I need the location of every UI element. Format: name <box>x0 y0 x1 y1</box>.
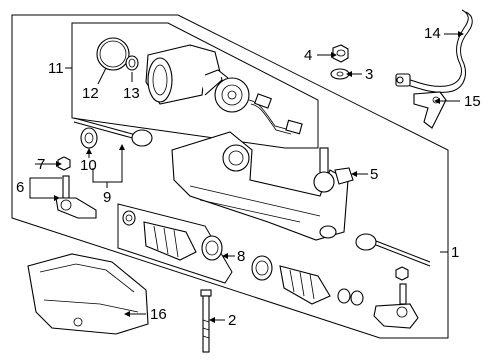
callout-1: 1 <box>451 244 459 261</box>
callout-7: 7 <box>37 156 45 173</box>
bracket-icon <box>413 91 447 129</box>
callout-5: 5 <box>370 166 378 183</box>
right-inner-tie-rod-icon <box>355 233 431 267</box>
tie-rod-nut-icon <box>57 156 71 171</box>
nut-icon <box>332 44 349 63</box>
callout-12: 12 <box>82 85 99 102</box>
callout-14: 14 <box>424 25 441 42</box>
callout-15: 15 <box>464 93 481 110</box>
right-tie-rod-nut-icon <box>395 266 409 281</box>
callout-6: 6 <box>16 179 24 196</box>
outer-tie-rod-icon <box>55 175 97 219</box>
callouts: 11 12 13 4 3 14 15 5 10 9 7 6 8 1 2 16 <box>16 25 481 329</box>
bolt-icon <box>200 289 212 353</box>
leader-lines <box>29 33 460 321</box>
motor-kit-frame <box>71 22 319 149</box>
inner-tie-rod-icon <box>73 117 153 147</box>
small-seal-icon <box>125 55 139 71</box>
callout-16: 16 <box>150 306 167 323</box>
callout-10: 10 <box>80 157 97 174</box>
inner-tie-rod-nut-icon <box>80 127 98 149</box>
bushing-icon <box>334 167 354 185</box>
callout-13: 13 <box>123 85 140 102</box>
callout-8: 8 <box>237 248 245 265</box>
callout-11: 11 <box>48 60 64 77</box>
motor-assembly-icon <box>145 44 250 113</box>
heat-shield-icon <box>27 253 149 335</box>
seal-ring-icon <box>96 37 130 71</box>
steering-gear-icon <box>171 131 349 241</box>
hose-icon <box>395 9 473 93</box>
boot-kit-frame <box>117 203 233 284</box>
callout-3: 3 <box>365 66 373 83</box>
boot-kit-icon <box>122 210 223 261</box>
callout-9: 9 <box>103 189 111 206</box>
right-outer-tie-rod-icon <box>373 283 419 329</box>
right-boot-icon <box>251 255 364 306</box>
arrowheads <box>54 31 464 323</box>
main-assembly-frame <box>11 14 449 339</box>
motor-harness-icon <box>248 93 303 135</box>
callout-2: 2 <box>228 312 236 329</box>
callout-4: 4 <box>304 47 312 64</box>
